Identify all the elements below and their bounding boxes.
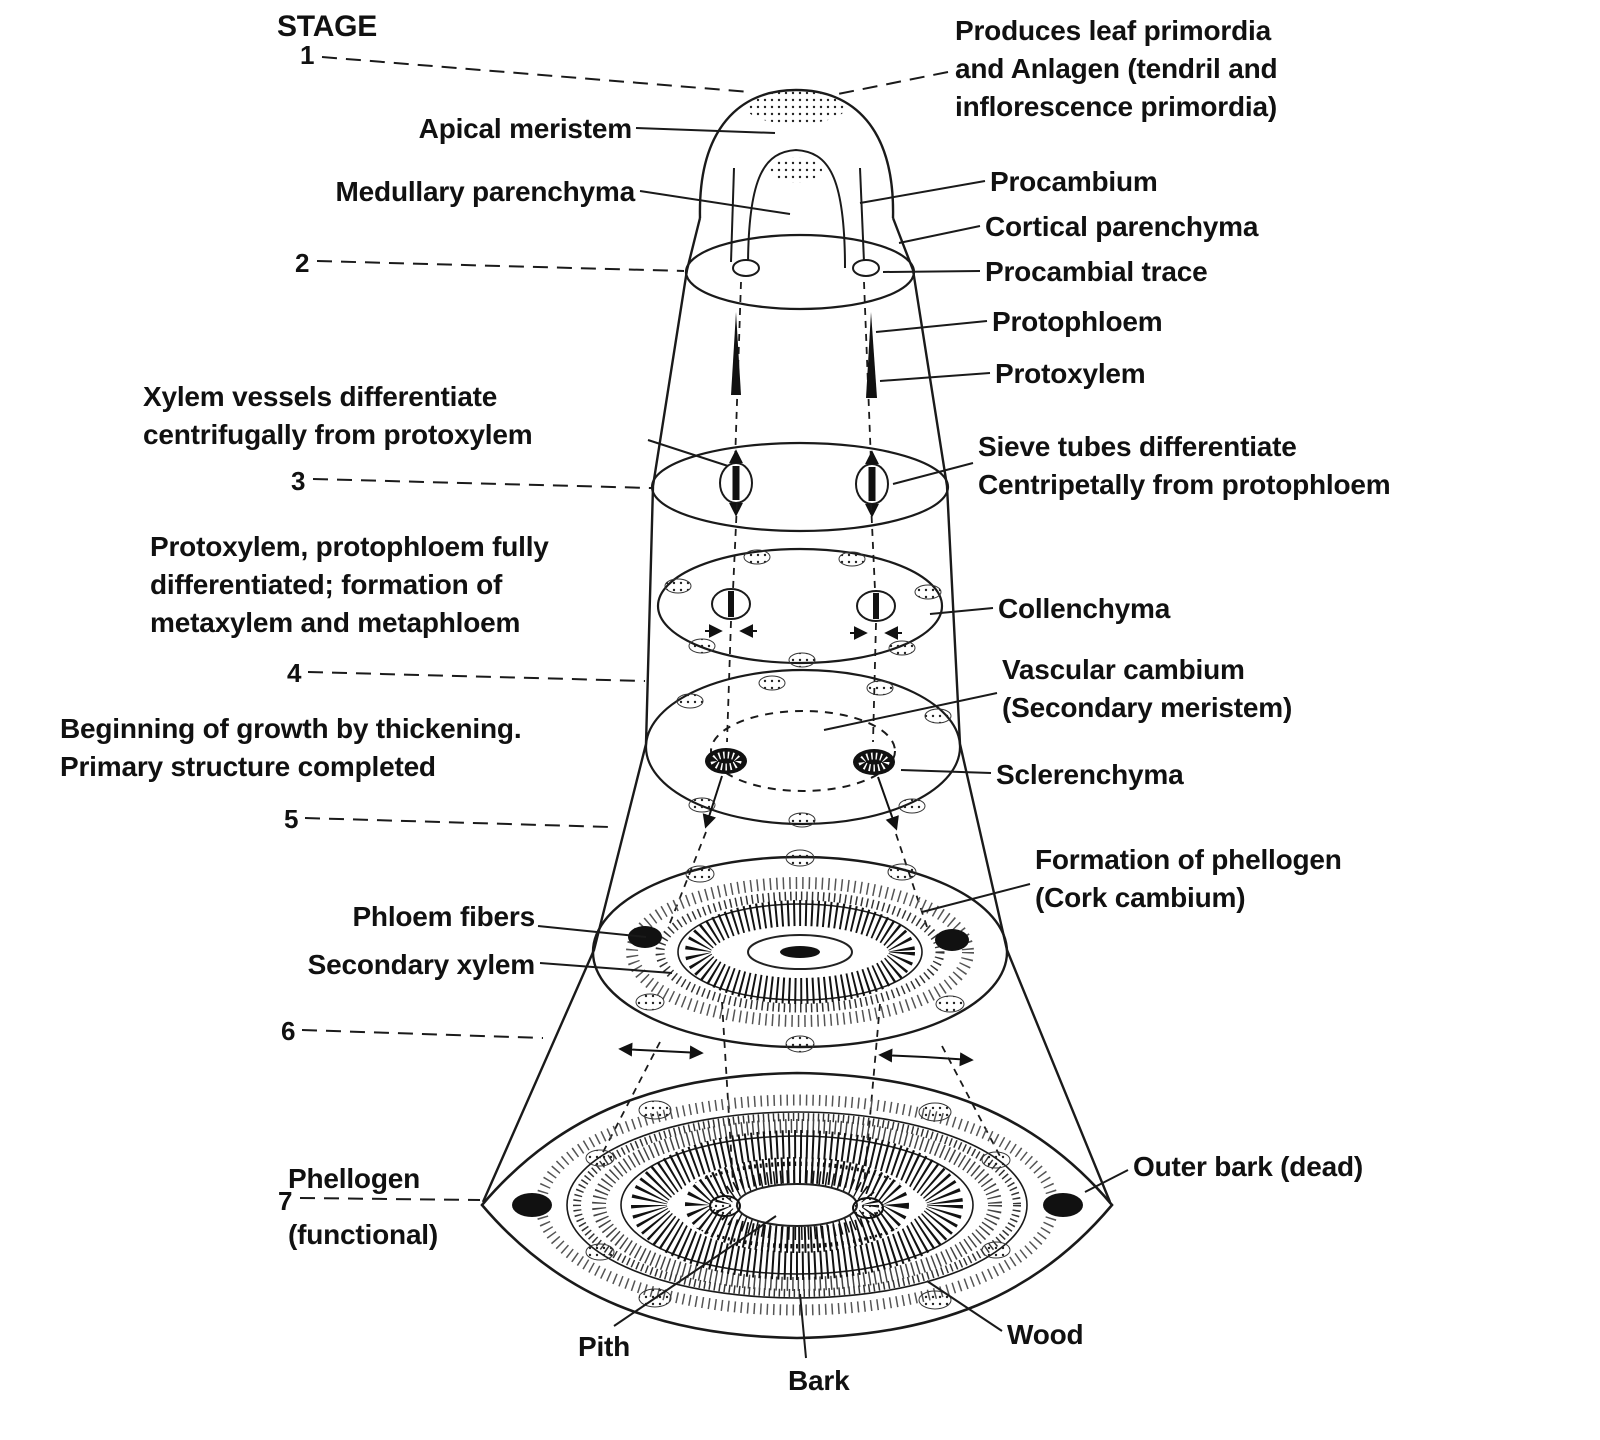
- stage-column-title: STAGE: [277, 10, 378, 43]
- label-protoxylem-protophloem: Protoxylem, protophloem fully differenti…: [150, 531, 549, 638]
- stage-number-6: 6: [281, 1016, 296, 1046]
- stage-number-1: 1: [300, 40, 315, 70]
- label-sclerenchyma: Sclerenchyma: [996, 759, 1184, 790]
- label-bark: Bark: [788, 1365, 850, 1396]
- section-stage-5: [644, 668, 962, 931]
- label-produces-leaf-primordia: Produces leaf primordia and Anlagen (ten…: [955, 15, 1278, 122]
- label-procambium: Procambium: [990, 166, 1158, 197]
- label-procambial-trace: Procambial trace: [985, 256, 1208, 287]
- label-xylem-vessels: Xylem vessels differentiate centrifugall…: [143, 381, 533, 450]
- label-phellogen-functional: (functional): [288, 1219, 439, 1250]
- section-stage-7: [480, 1071, 1114, 1340]
- label-beginning-growth: Beginning of growth by thickening. Prima…: [60, 713, 522, 782]
- label-wood: Wood: [1007, 1319, 1084, 1350]
- label-pith: Pith: [578, 1331, 631, 1362]
- stage-number-4: 4: [287, 658, 302, 688]
- stage-number-5: 5: [284, 804, 299, 834]
- section-stage-3: [650, 441, 950, 591]
- stage-number-3: 3: [291, 466, 306, 496]
- label-secondary-xylem: Secondary xylem: [307, 949, 536, 980]
- label-collenchyma: Collenchyma: [998, 593, 1171, 624]
- label-medullary-parenchyma: Medullary parenchyma: [335, 176, 636, 207]
- label-outer-bark: Outer bark (dead): [1133, 1151, 1363, 1182]
- label-phellogen: Phellogen: [288, 1163, 420, 1194]
- section-stage-2: [684, 233, 916, 311]
- stage-number-2: 2: [295, 248, 310, 278]
- label-sieve-tubes: Sieve tubes differentiate Centripetally …: [978, 431, 1391, 500]
- procambial-strands: [731, 281, 877, 463]
- label-formation-phellogen: Formation of phellogen (Cork cambium): [1035, 844, 1342, 913]
- stage-index-lines: [299, 56, 949, 1201]
- section-stage-4: [656, 547, 944, 743]
- label-protophloem: Protophloem: [992, 306, 1163, 337]
- leader-lines: [537, 127, 1129, 1359]
- label-protoxylem: Protoxylem: [995, 358, 1146, 389]
- label-cortical-parenchyma: Cortical parenchyma: [985, 211, 1259, 242]
- label-vascular-cambium: Vascular cambium (Secondary meristem): [1002, 654, 1293, 723]
- apical-dome: [730, 90, 865, 269]
- label-phloem-fibers: Phloem fibers: [352, 901, 535, 932]
- section-stage-6: [591, 849, 1009, 1186]
- stage-number-7: 7: [278, 1186, 293, 1216]
- label-apical-meristem: Apical meristem: [418, 113, 633, 144]
